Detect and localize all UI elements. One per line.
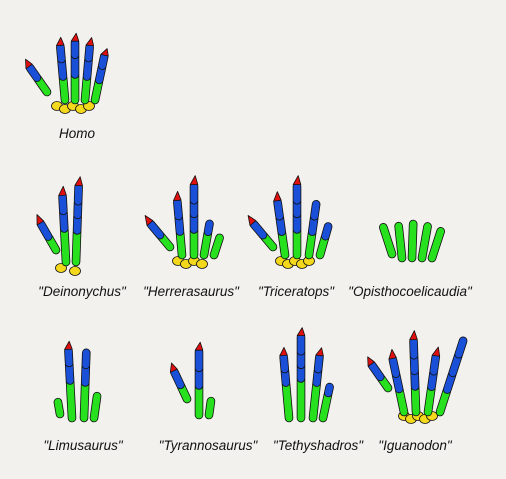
metacarpal-bone	[436, 387, 451, 416]
metacarpal-bone	[278, 229, 289, 259]
claw-bone	[70, 32, 80, 42]
claw-bone	[273, 191, 282, 202]
phalanx-bone	[324, 383, 334, 397]
claw-bone	[169, 362, 178, 373]
label-tyrannosaurus: "Tyrannosaurus"	[158, 438, 258, 453]
metacarpal-bone	[424, 384, 435, 416]
hand-deinonychus	[36, 176, 83, 276]
claw-bone	[367, 356, 375, 367]
metacarpal-bone	[210, 234, 224, 259]
phalanx-bone	[170, 368, 184, 389]
metacarpal-bone	[282, 380, 293, 422]
claw-bone	[64, 340, 73, 350]
metacarpal-bone	[60, 226, 70, 266]
metacarpal-bone	[59, 74, 69, 104]
phalanx-bone	[449, 352, 462, 377]
claw-bone	[194, 341, 204, 351]
claw-bone	[100, 48, 109, 57]
metacarpal-bone	[395, 222, 406, 262]
label-iguanodon: "Iguanodon"	[378, 438, 452, 453]
phalanx-bone	[26, 64, 41, 82]
label-limusaurus: "Limusaurus"	[43, 438, 123, 453]
claw-bone	[431, 346, 441, 357]
metacarpal-bone	[80, 380, 89, 422]
claw-bone	[296, 327, 306, 336]
phalanx-bone	[64, 347, 73, 367]
metacarpal-bone	[408, 220, 417, 262]
phalanx-bone	[455, 337, 467, 358]
hand-triceratops	[247, 175, 333, 269]
metacarpal-bone	[418, 222, 432, 262]
metacarpal-bone	[81, 74, 91, 104]
phalanx-bone	[204, 220, 213, 236]
phalanx-bone	[389, 356, 400, 378]
claw-bone	[144, 215, 154, 226]
claw-bone	[55, 36, 65, 47]
phalanx-bone	[98, 53, 108, 70]
metacarpal-bone	[428, 227, 445, 262]
phalanx-bone	[314, 353, 323, 373]
label-herrerasaurus: "Herrerasaurus"	[143, 284, 239, 299]
claw-bone	[85, 37, 95, 47]
carpal-bone	[55, 263, 67, 273]
claw-bone	[315, 347, 324, 357]
phalanx-bone	[280, 353, 289, 373]
metacarpal-bone	[309, 380, 321, 422]
phalanx-bone	[85, 43, 94, 62]
metacarpal-bone	[395, 386, 408, 416]
claw-bone	[279, 346, 288, 357]
phalanx-bone	[83, 56, 93, 80]
phalanx-bone	[147, 220, 164, 239]
label-homo: Homo	[58, 126, 96, 141]
claw-bone	[409, 330, 418, 341]
hand-homo	[25, 32, 109, 114]
claw-bone	[189, 175, 199, 185]
phalanx-bone	[321, 223, 332, 240]
claw-bone	[25, 58, 33, 70]
metacarpal-bone	[90, 392, 101, 422]
claw-bone	[58, 185, 67, 196]
phalanx-bone	[59, 193, 67, 215]
metacarpal-bone	[66, 378, 76, 422]
hand-iguanodon	[367, 330, 468, 424]
phalanx-bone	[173, 198, 183, 220]
metacarpal-bone	[205, 397, 215, 419]
hand-herrerasaurus	[144, 175, 224, 269]
claw-bone	[74, 176, 83, 187]
phalanx-bone	[310, 200, 320, 220]
metacarpal-bone	[176, 229, 186, 259]
metacarpal-bone	[319, 391, 332, 422]
carpal-bone	[69, 266, 81, 276]
label-tethyshadros: "Tethyshadros"	[272, 438, 364, 453]
hand-opisthocoelicaudia	[379, 219, 445, 263]
metacarpal-bone	[316, 234, 329, 259]
phalanx-bone	[37, 220, 52, 240]
hand-limusaurus	[53, 340, 102, 423]
carpal-bone	[196, 259, 208, 269]
metacarpal-bone	[305, 229, 316, 259]
claw-bone	[292, 175, 302, 185]
metacarpal-bone	[379, 223, 396, 258]
hand-tethyshadros	[279, 327, 334, 423]
label-opisthocoelicaudia: "Opisthocoelicaudia"	[348, 284, 472, 299]
metacarpal-bone	[72, 228, 81, 266]
metacarpal-bone	[200, 229, 212, 259]
claw-bone	[388, 348, 397, 360]
metacarpal-bone	[91, 77, 103, 104]
label-triceratops: "Triceratops"	[257, 284, 335, 299]
metacarpal-bone	[54, 398, 64, 418]
claw-bone	[247, 215, 257, 226]
label-deinonychus: "Deinonychus"	[38, 284, 126, 299]
claw-bone	[36, 214, 45, 226]
phalanx-bone	[274, 198, 284, 220]
hand-tyrannosaurus	[169, 341, 216, 420]
metacarpal-bone	[411, 384, 420, 416]
phalanx-bone	[430, 353, 440, 375]
phalanx-bone	[250, 220, 267, 239]
claw-bone	[172, 190, 182, 202]
phalanx-bone	[56, 43, 65, 63]
phalanx-bone	[368, 361, 384, 381]
